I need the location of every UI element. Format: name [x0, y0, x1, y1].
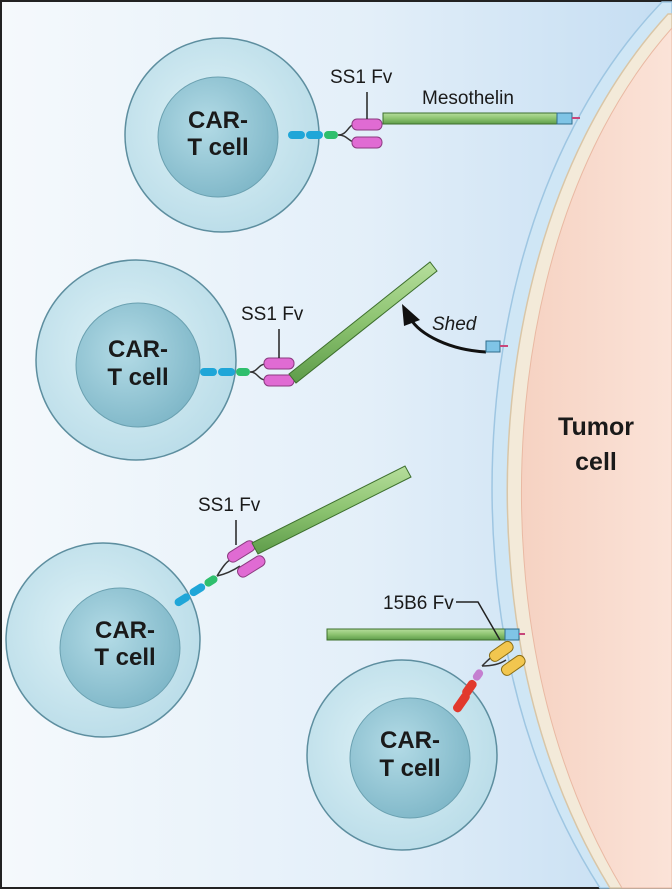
membrane-anchor: [504, 628, 520, 641]
tumor-cell: Tumor cell: [491, 1, 672, 889]
mesothelin-1: Mesothelin: [382, 88, 580, 125]
transmembrane-segment: [324, 131, 338, 139]
cell-label-line1: CAR-: [380, 727, 440, 754]
mesothelin-rod: [251, 465, 412, 555]
cd3-segment: [288, 131, 305, 139]
tumor-cytoplasm: [520, 27, 672, 889]
cell-label-line1: CAR-: [95, 617, 155, 644]
ss1-fv-heavy: [263, 357, 295, 370]
cell-label-line2: T cell: [94, 644, 155, 671]
signal-segment: [452, 692, 470, 713]
mesothelin-3: [251, 465, 412, 555]
ss1-fv-light: [237, 555, 266, 578]
fv-label-4: 15B6 Fv: [383, 593, 454, 614]
fv-label-1: SS1 Fv: [330, 67, 393, 88]
car-t-cell-3: CAR- T cell: [5, 542, 201, 738]
signal-segment: [462, 679, 477, 697]
tcell-nucleus: [349, 697, 471, 819]
shed-mesothelin: [288, 261, 438, 384]
cd3-segment: [189, 583, 206, 597]
transmembrane-segment: [472, 669, 484, 681]
mesothelin-rod: [326, 628, 506, 641]
cell-label-line2: T cell: [187, 134, 248, 161]
shed-arrowhead: [402, 304, 420, 326]
15b6-fv-heavy: [488, 640, 514, 662]
cell-label-line2: T cell: [107, 364, 168, 391]
car-receptor-1: SS1 Fv: [288, 67, 393, 149]
mesothelin-4: [326, 628, 525, 641]
fv-label-3: SS1 Fv: [198, 495, 261, 516]
ss1-fv-light: [263, 374, 295, 387]
ss1-fv-light: [351, 136, 383, 149]
cd3-segment: [306, 131, 323, 139]
ss1-fv-heavy: [351, 118, 383, 131]
tumor-label-line2: cell: [575, 448, 617, 476]
cd3-segment: [174, 593, 191, 607]
fv-pointer: [456, 601, 501, 641]
shed-event: Shed: [402, 304, 508, 354]
cell-label-line2: T cell: [379, 755, 440, 782]
fv-label-2: SS1 Fv: [241, 304, 304, 325]
mesothelin-rod: [382, 112, 558, 125]
membrane-anchor: [485, 340, 501, 353]
car-t-cell-1: CAR- T cell: [124, 37, 320, 233]
transmembrane-segment: [236, 368, 250, 376]
tumor-label-line1: Tumor: [558, 413, 634, 441]
mesothelin-rod: [288, 261, 438, 384]
15b6-fv-light: [500, 654, 526, 676]
cell-label-line1: CAR-: [188, 107, 248, 134]
cd3-segment: [218, 368, 235, 376]
car-t-cell-4: CAR- T cell: [306, 659, 498, 851]
tcell-nucleus: [75, 302, 201, 428]
car-t-cell-2: CAR- T cell: [35, 259, 237, 461]
transmembrane-segment: [204, 575, 218, 587]
car-receptor-4: 15B6 Fv: [383, 593, 526, 713]
shed-arrow: [408, 317, 487, 354]
membrane-anchor: [556, 112, 573, 125]
mesothelin-label: Mesothelin: [422, 88, 514, 109]
tcell-nucleus: [59, 587, 181, 709]
tcell-nucleus: [157, 76, 279, 198]
cell-label-line1: CAR-: [108, 336, 168, 363]
cd3-segment: [200, 368, 217, 376]
shed-label: Shed: [432, 314, 478, 335]
